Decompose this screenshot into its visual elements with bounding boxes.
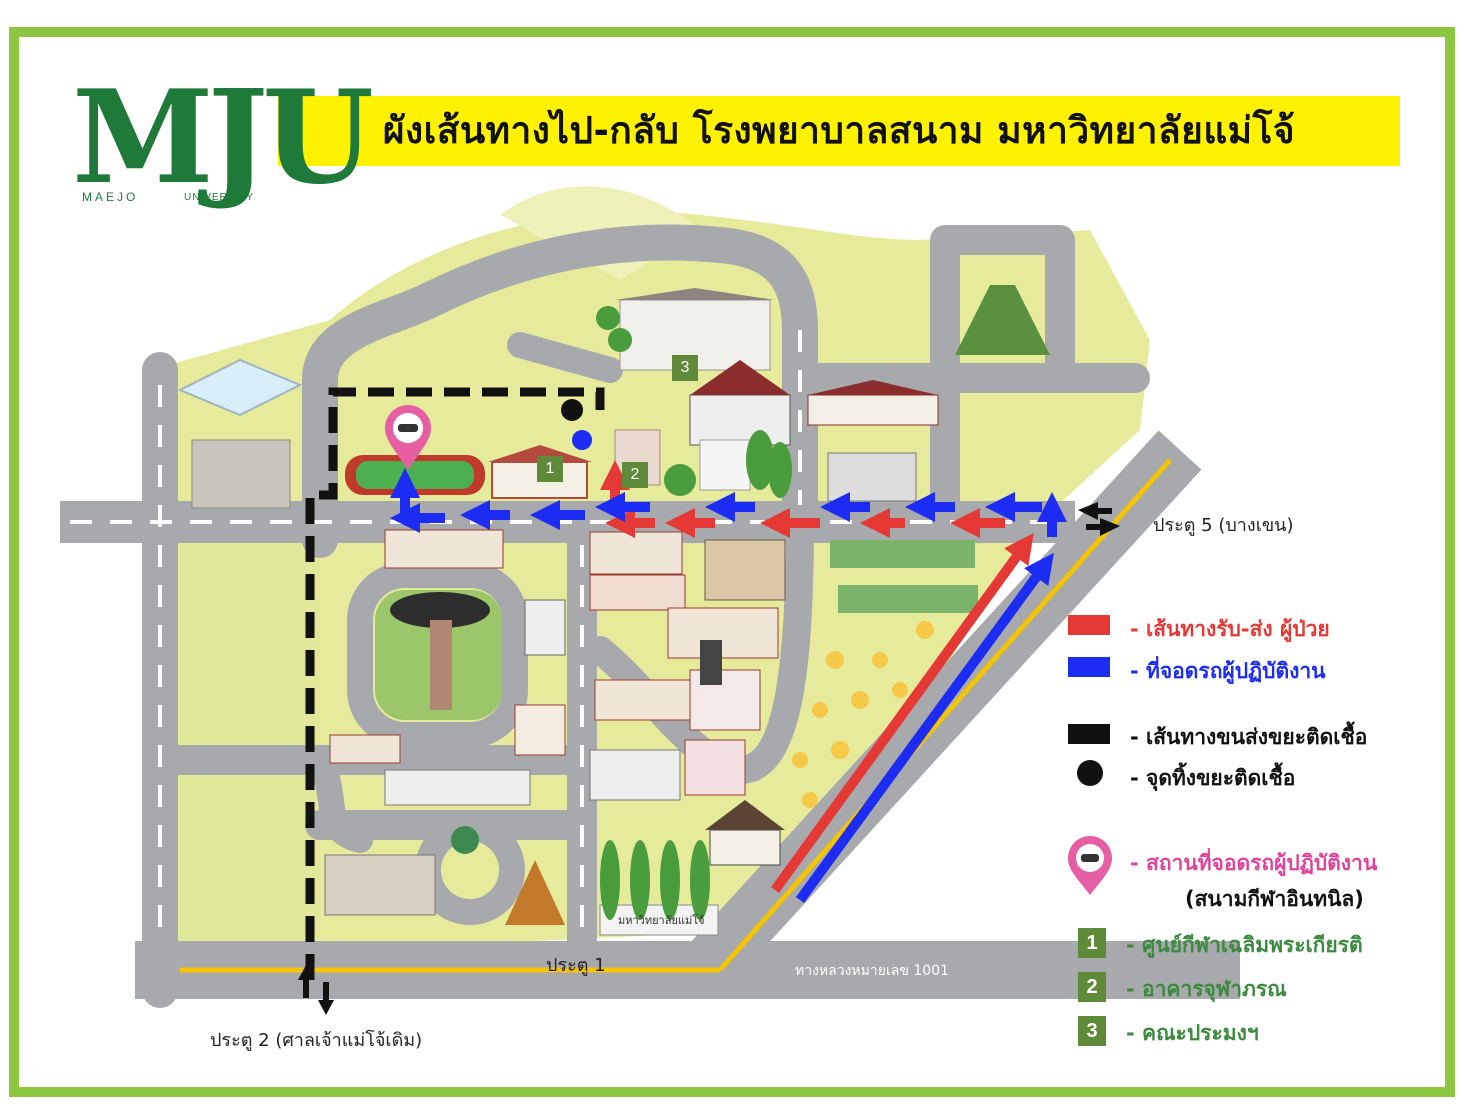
green-pyramid xyxy=(955,285,1050,355)
central-plaza xyxy=(375,590,502,720)
building-center-right xyxy=(667,607,779,659)
building-lower-cluster xyxy=(384,769,531,806)
legend-red-route: - เส้นทางรับ-ส่ง ผู้ป่วย xyxy=(1130,617,1330,641)
blue-parking-dot xyxy=(572,430,592,450)
legend-blue-parking: - ที่จอดรถผู้ปฏิบัติงาน xyxy=(1130,659,1326,683)
building-under-plaza xyxy=(524,599,566,656)
small-temple xyxy=(705,800,785,866)
building-church-tower xyxy=(689,640,761,731)
mju-logo: MJU xyxy=(72,63,374,213)
building-red-roofs-2 xyxy=(589,574,686,611)
vegetable-plot-2 xyxy=(838,585,978,613)
campus-sign-label: มหาวิทยาลัยแม่โจ้ xyxy=(618,914,705,927)
building-temple-top xyxy=(689,360,791,446)
logo-sub-left: MAEJO xyxy=(82,190,139,204)
place-number-2: 2 xyxy=(1078,972,1106,1002)
building-right-upper xyxy=(807,380,939,426)
flower-field xyxy=(792,621,934,808)
building-bottom-left xyxy=(324,854,436,916)
building-lower-right-2 xyxy=(684,739,746,796)
building-number-1: 1 xyxy=(537,456,563,482)
monument-statue xyxy=(451,826,479,854)
buildings xyxy=(177,285,1050,936)
building-lower-mid xyxy=(514,704,566,756)
grass-lower-left xyxy=(150,530,320,950)
legend-swatches xyxy=(1068,615,1112,895)
building-domed xyxy=(704,539,786,601)
legend-staff-parking: - สถานที่จอดรถผู้ปฏิบัติงาน xyxy=(1130,851,1378,875)
road-markings xyxy=(70,330,1060,945)
building-left xyxy=(191,439,291,509)
page-title: ผังเส้นทางไป-กลับ โรงพยาบาลสนาม มหาวิทยา… xyxy=(382,109,1296,152)
gate2-label: ประตู 2 (ศาลเจ้าแม่โจ้เดิม) xyxy=(210,1030,423,1051)
title-band xyxy=(278,96,1400,166)
place-1-label: - ศูนย์กีฬาเฉลิมพระเกียรติ xyxy=(1126,933,1363,957)
swimming-pool-building xyxy=(177,358,303,417)
legend-staff-parking-sub: (สนามกีฬาอินทนิล) xyxy=(1185,887,1364,911)
two-way-arrow-icon xyxy=(298,502,1120,1015)
building-mid-left xyxy=(384,529,504,569)
building-long xyxy=(594,679,696,721)
building-number-3: 3 xyxy=(672,355,698,381)
highway-centerline xyxy=(180,458,1172,973)
building-right-mid xyxy=(827,452,917,502)
place-3-label: - คณะประมงฯ xyxy=(1126,1021,1259,1045)
inthanin-stadium xyxy=(345,455,485,495)
legend-waste-route: - เส้นทางขนส่งขยะติดเชื้อ xyxy=(1130,725,1368,749)
place-2-label: - อาคารจุฬาภรณ xyxy=(1126,977,1287,1001)
building-number-2: 2 xyxy=(622,462,648,488)
gate5-label: ประตู 5 (บางเขน) xyxy=(1153,515,1294,536)
building-lower-left xyxy=(329,734,401,764)
car-pin-icon xyxy=(385,405,431,470)
gate1-label: ประตู 1 xyxy=(546,955,606,976)
blue-route xyxy=(390,468,1067,903)
place-number-3: 3 xyxy=(1078,1016,1106,1046)
legend-waste-drop: - จุดทิ้งขยะติดเชื้อ xyxy=(1130,766,1296,790)
trees xyxy=(596,306,792,920)
waste-drop-point xyxy=(561,399,583,421)
waste-route-line xyxy=(305,387,605,980)
building-red-roofs-1 xyxy=(589,531,683,575)
shrine-gold xyxy=(505,860,565,925)
highway-label: ทางหลวงหมายเลข 1001 xyxy=(795,963,949,979)
vegetable-plot-1 xyxy=(830,540,975,568)
building-lower-right-1 xyxy=(589,749,681,801)
logo-sub-right: UNIVERSITY xyxy=(184,192,255,203)
building-mid-white xyxy=(699,439,751,491)
place-number-1: 1 xyxy=(1078,928,1106,958)
